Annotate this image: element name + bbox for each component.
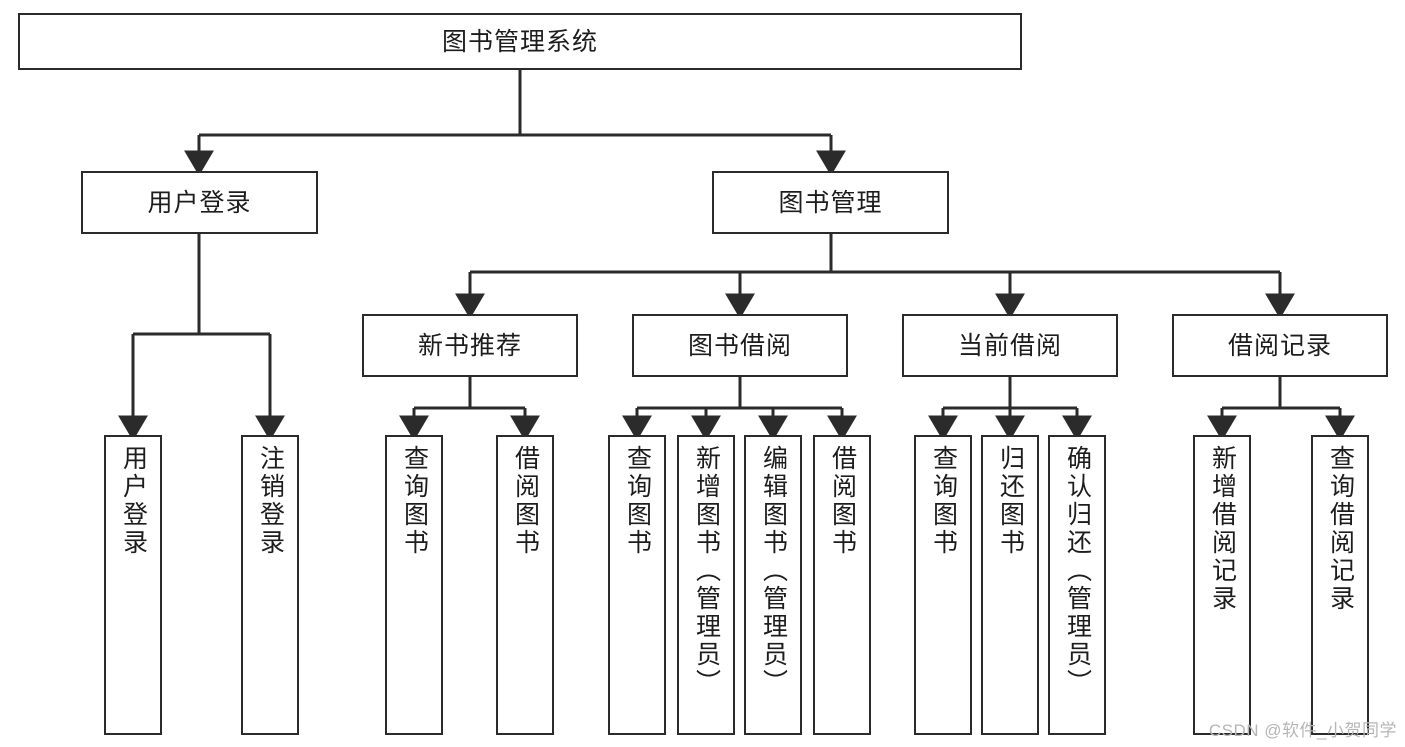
node-label: 新增借阅记录 bbox=[1208, 445, 1237, 613]
node-label: 新书推荐 bbox=[417, 331, 522, 360]
leaf-current-borrow-return-book[interactable]: 归还图书 bbox=[981, 435, 1039, 735]
node-label: 图书借阅 bbox=[687, 331, 792, 360]
node-label: 借阅记录 bbox=[1227, 331, 1332, 360]
leaf-borrow-record-add-record[interactable]: 新增借阅记录 bbox=[1193, 435, 1251, 735]
node-book-management[interactable]: 图书管理 bbox=[712, 171, 949, 234]
node-user-login[interactable]: 用户登录 bbox=[81, 171, 318, 234]
node-label: 新增图书（管理员） bbox=[692, 445, 721, 697]
node-label: 图书管理系统 bbox=[441, 27, 598, 56]
node-label: 确认归还（管理员） bbox=[1063, 445, 1092, 697]
node-root-book-management-system[interactable]: 图书管理系统 bbox=[18, 13, 1022, 70]
leaf-book-borrow-add-book-admin[interactable]: 新增图书（管理员） bbox=[677, 435, 735, 735]
node-borrow-record[interactable]: 借阅记录 bbox=[1172, 314, 1388, 377]
node-label: 查询图书 bbox=[400, 445, 429, 557]
leaf-current-borrow-confirm-return-admin[interactable]: 确认归还（管理员） bbox=[1048, 435, 1106, 735]
node-label: 查询借阅记录 bbox=[1326, 445, 1355, 613]
node-label: 当前借阅 bbox=[957, 331, 1062, 360]
leaf-new-book-query-book[interactable]: 查询图书 bbox=[385, 435, 443, 735]
node-label: 编辑图书（管理员） bbox=[759, 445, 788, 697]
watermark-text: CSDN @软件_小贺同学 bbox=[1208, 721, 1397, 740]
node-label: 用户登录 bbox=[147, 188, 252, 217]
leaf-book-borrow-query-book[interactable]: 查询图书 bbox=[608, 435, 666, 735]
node-current-borrow[interactable]: 当前借阅 bbox=[902, 314, 1118, 377]
leaf-borrow-record-query-record[interactable]: 查询借阅记录 bbox=[1311, 435, 1369, 735]
leaf-new-book-borrow-book[interactable]: 借阅图书 bbox=[496, 435, 554, 735]
node-label: 注销登录 bbox=[256, 445, 285, 557]
leaf-book-borrow-edit-book-admin[interactable]: 编辑图书（管理员） bbox=[744, 435, 802, 735]
node-label: 查询图书 bbox=[623, 445, 652, 557]
leaf-current-borrow-query-book[interactable]: 查询图书 bbox=[914, 435, 972, 735]
node-book-borrow[interactable]: 图书借阅 bbox=[632, 314, 848, 377]
node-label: 查询图书 bbox=[929, 445, 958, 557]
node-new-book-recommend[interactable]: 新书推荐 bbox=[362, 314, 578, 377]
node-label: 用户登录 bbox=[119, 445, 148, 557]
node-label: 借阅图书 bbox=[828, 445, 857, 557]
node-label: 归还图书 bbox=[996, 445, 1025, 557]
leaf-user-login-login[interactable]: 用户登录 bbox=[104, 435, 162, 735]
node-label: 借阅图书 bbox=[511, 445, 540, 557]
leaf-book-borrow-borrow-book[interactable]: 借阅图书 bbox=[813, 435, 871, 735]
node-label: 图书管理 bbox=[778, 188, 883, 217]
leaf-user-login-logout[interactable]: 注销登录 bbox=[241, 435, 299, 735]
